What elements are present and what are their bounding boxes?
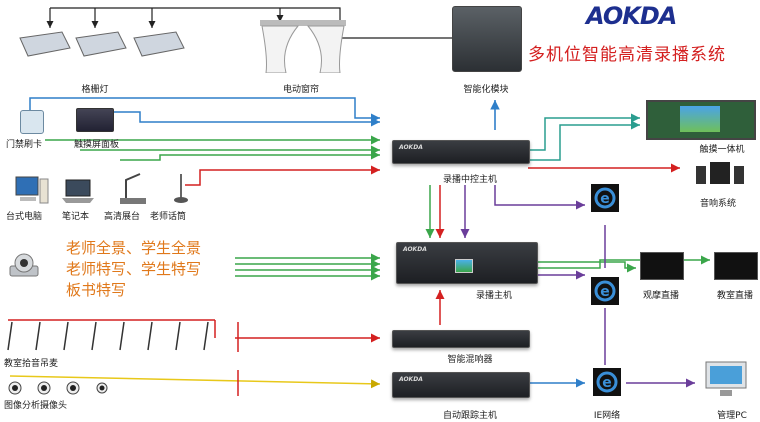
camera-views-line-3: 板书特写	[66, 281, 127, 299]
ie-icon: e	[592, 367, 622, 397]
speaker-icon	[696, 162, 744, 184]
touch-aio-screen	[680, 106, 720, 132]
control-host: AOKDA	[392, 140, 530, 164]
control-host-label: 录播中控主机	[442, 175, 498, 185]
speakers-label: 音响系统	[699, 199, 737, 209]
mic-icon	[174, 174, 188, 203]
ptz-camera	[8, 252, 40, 282]
class-live-monitor	[714, 252, 758, 280]
laptop	[62, 178, 94, 208]
recording-host-label: 录播主机	[475, 291, 513, 301]
svg-text:e: e	[600, 191, 610, 207]
ie-network-label: IE网络	[593, 411, 621, 421]
teacher-mic	[172, 172, 190, 208]
laptop-label: 笔记本	[62, 212, 90, 222]
analysis-cam-label: 图像分析摄像头	[4, 401, 68, 411]
watch-live-label: 观摩直播	[642, 291, 680, 301]
laptop-icon	[62, 179, 94, 203]
visualizer	[118, 170, 148, 210]
camera-views-line-1: 老师全景、学生全景	[66, 239, 202, 257]
admin-pc	[704, 360, 748, 402]
touch-panel-label: 触摸屏面板	[74, 140, 120, 150]
tracking-host-brand: AOKDA	[399, 376, 423, 383]
ie-icon: e	[590, 276, 620, 306]
access-label: 门禁刷卡	[6, 140, 43, 150]
mic-label: 老师话筒	[150, 212, 187, 222]
system-title: 多机位智能高清录播系统	[528, 45, 726, 65]
ptz-camera-icon	[9, 253, 39, 277]
desktop-label: 台式电脑	[6, 212, 43, 222]
desktop-pc	[14, 175, 50, 209]
speaker-system	[694, 160, 746, 190]
admin-pc-label: 管理PC	[717, 411, 747, 421]
svg-text:e: e	[602, 375, 612, 391]
recording-host: AOKDA	[396, 242, 538, 284]
tracking-host: AOKDA	[392, 372, 530, 398]
access-card-reader	[20, 110, 44, 134]
desktop-icon	[15, 176, 49, 204]
recording-host-brand: AOKDA	[403, 246, 427, 253]
mixer	[392, 330, 530, 348]
touch-aio-label: 触摸一体机	[699, 145, 745, 155]
analysis-cameras	[8, 380, 108, 399]
ie-icon: e	[590, 183, 620, 213]
curtain-label: 电动窗帘	[282, 85, 320, 95]
lights-label: 格栅灯	[81, 85, 109, 95]
electric-curtain	[258, 18, 348, 77]
grille-light-icon	[19, 31, 185, 57]
smart-module-box	[452, 6, 522, 72]
visualizer-label: 高清展台	[104, 212, 141, 222]
watch-live-monitor	[640, 252, 684, 280]
smart-module-label: 智能化模块	[463, 85, 509, 95]
dome-camera-icon	[8, 381, 108, 395]
hanging-mics	[7, 321, 209, 351]
svg-text:e: e	[600, 284, 610, 300]
visualizer-icon	[120, 173, 146, 204]
recording-host-screen	[455, 259, 473, 273]
tracking-host-label: 自动跟踪主机	[442, 411, 498, 421]
camera-views-text: 老师全景、学生全景 老师特写、学生特写 板书特写	[66, 238, 201, 301]
control-host-brand: AOKDA	[399, 144, 423, 151]
touch-aio	[646, 100, 756, 140]
camera-views-line-2: 老师特写、学生特写	[66, 260, 202, 278]
monitor-icon	[705, 361, 747, 396]
curtain-icon	[260, 20, 346, 74]
brand-logo: AOKDA	[586, 2, 677, 30]
grille-lights	[18, 30, 188, 64]
class-live-label: 教室直播	[716, 291, 754, 301]
touch-panel	[76, 108, 114, 132]
hanging-mic-label: 教室拾音吊麦	[4, 359, 59, 369]
mixer-label: 智能混响器	[447, 355, 493, 365]
